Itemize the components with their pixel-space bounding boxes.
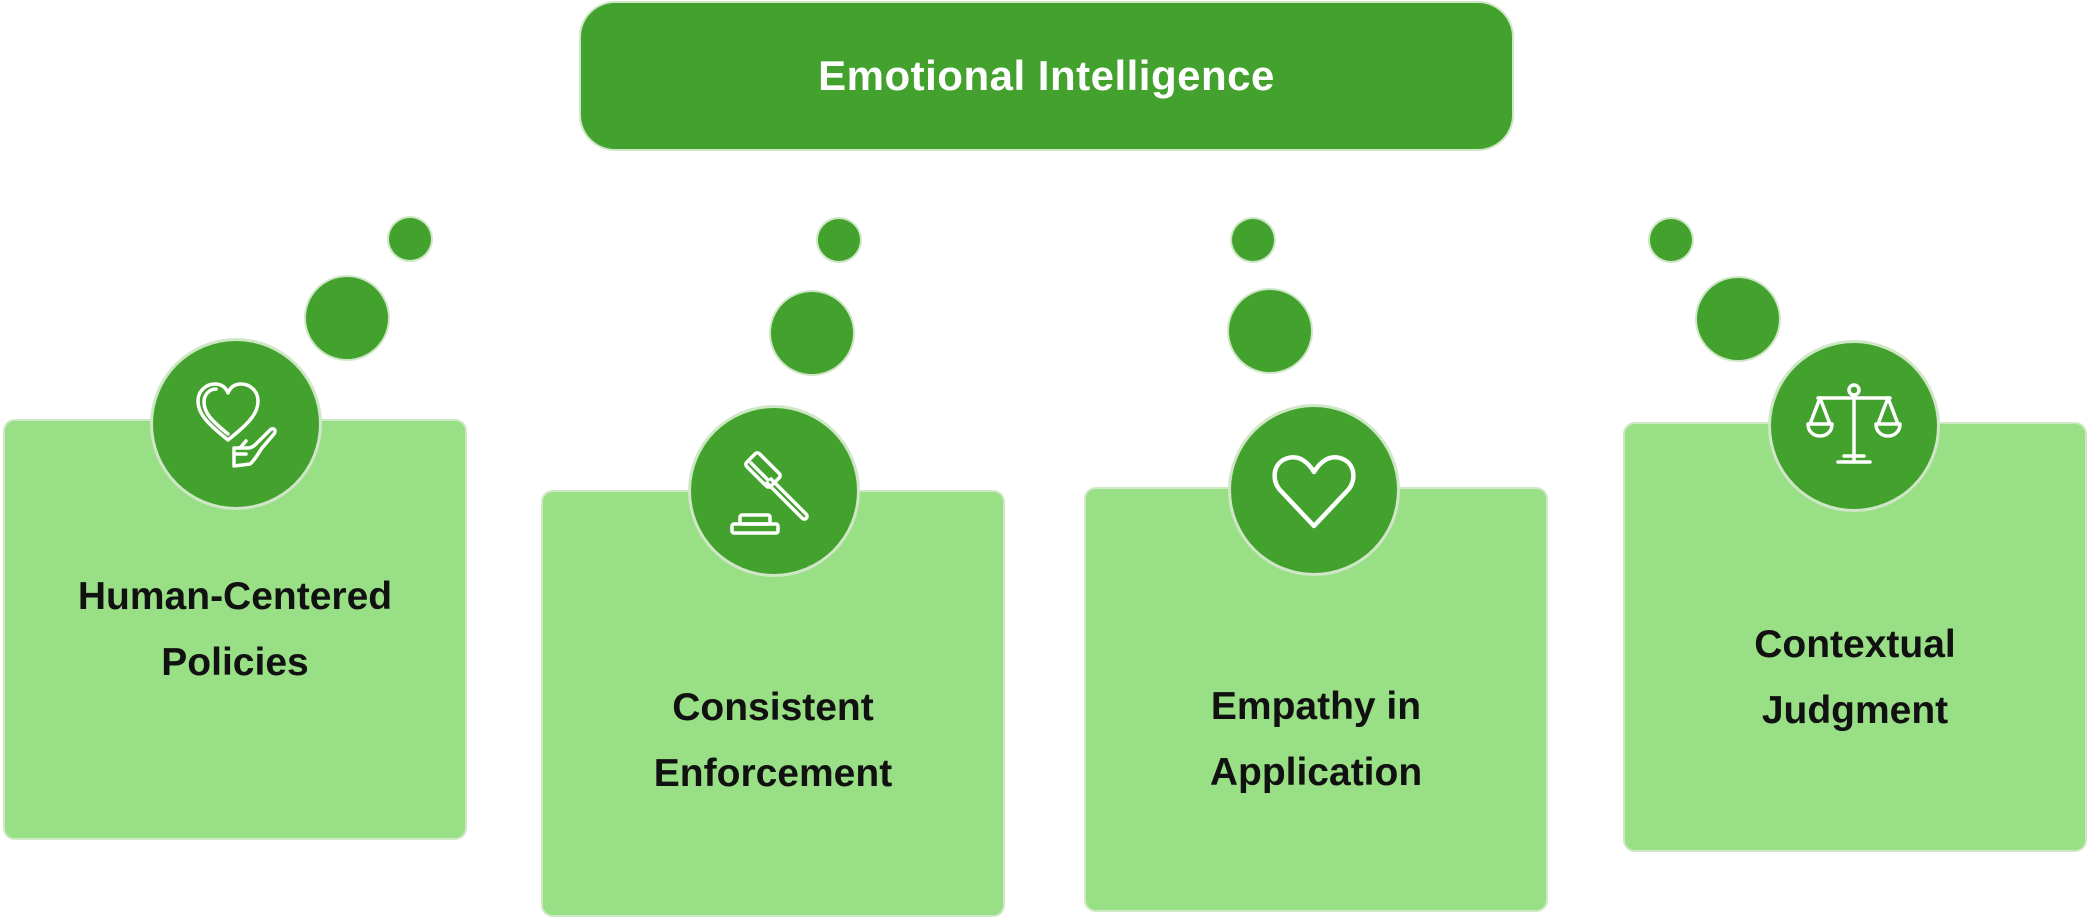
heart-hand-icon <box>196 382 277 468</box>
pillar-label: Contextual Judgment <box>1754 623 1956 732</box>
icon-badge-human-centered <box>153 341 319 507</box>
thought-bubble-small <box>818 219 860 261</box>
thought-bubble-large <box>1229 290 1311 372</box>
thought-bubble-small <box>389 218 431 260</box>
scales-icon <box>1806 383 1902 464</box>
thought-bubble-large <box>1697 278 1779 360</box>
pillar-card-empathy-in-application: Empathy in Application <box>1086 489 1546 910</box>
title-banner: Emotional Intelligence <box>581 3 1512 149</box>
thought-bubble-large <box>771 292 853 374</box>
diagram-title: Emotional Intelligence <box>818 52 1275 99</box>
thought-bubble-small <box>1650 219 1692 261</box>
thought-bubble-small <box>1232 219 1274 261</box>
pillar-label: Consistent Enforcement <box>653 686 893 795</box>
icon-badge-empathy <box>1231 407 1397 573</box>
heart-icon <box>1272 455 1356 529</box>
pillar-label: Human-Centered Policies <box>77 575 393 684</box>
pillar-label: Empathy in Application <box>1209 685 1423 794</box>
gavel-icon <box>730 451 809 535</box>
thought-bubble-large <box>306 277 388 359</box>
icon-badge-contextual-judgment <box>1771 343 1937 509</box>
icon-badge-consistent-enforcement <box>691 408 857 574</box>
